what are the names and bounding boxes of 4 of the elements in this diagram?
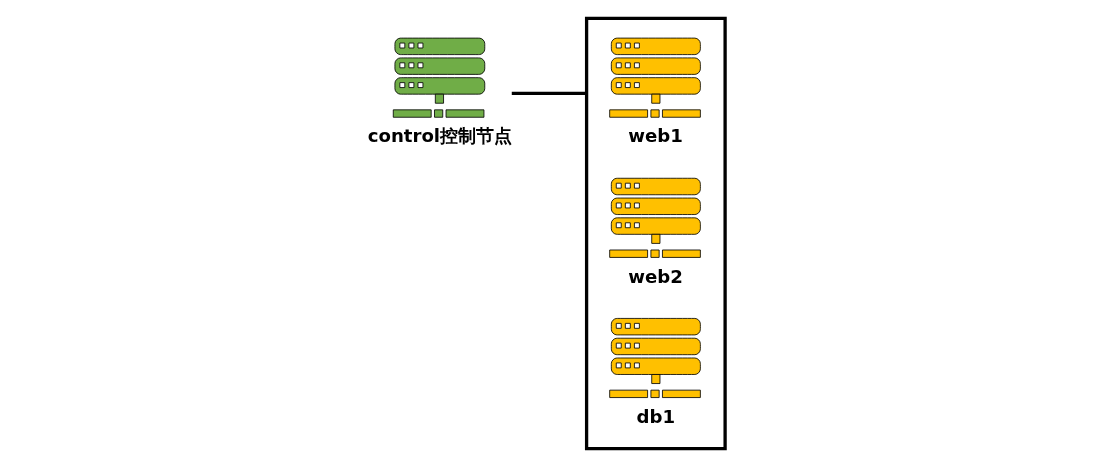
node-label: control控制节点 (367, 125, 512, 147)
node-label: web1 (627, 125, 683, 147)
node-label: db1 (635, 405, 675, 427)
node-label: web2 (627, 265, 683, 287)
